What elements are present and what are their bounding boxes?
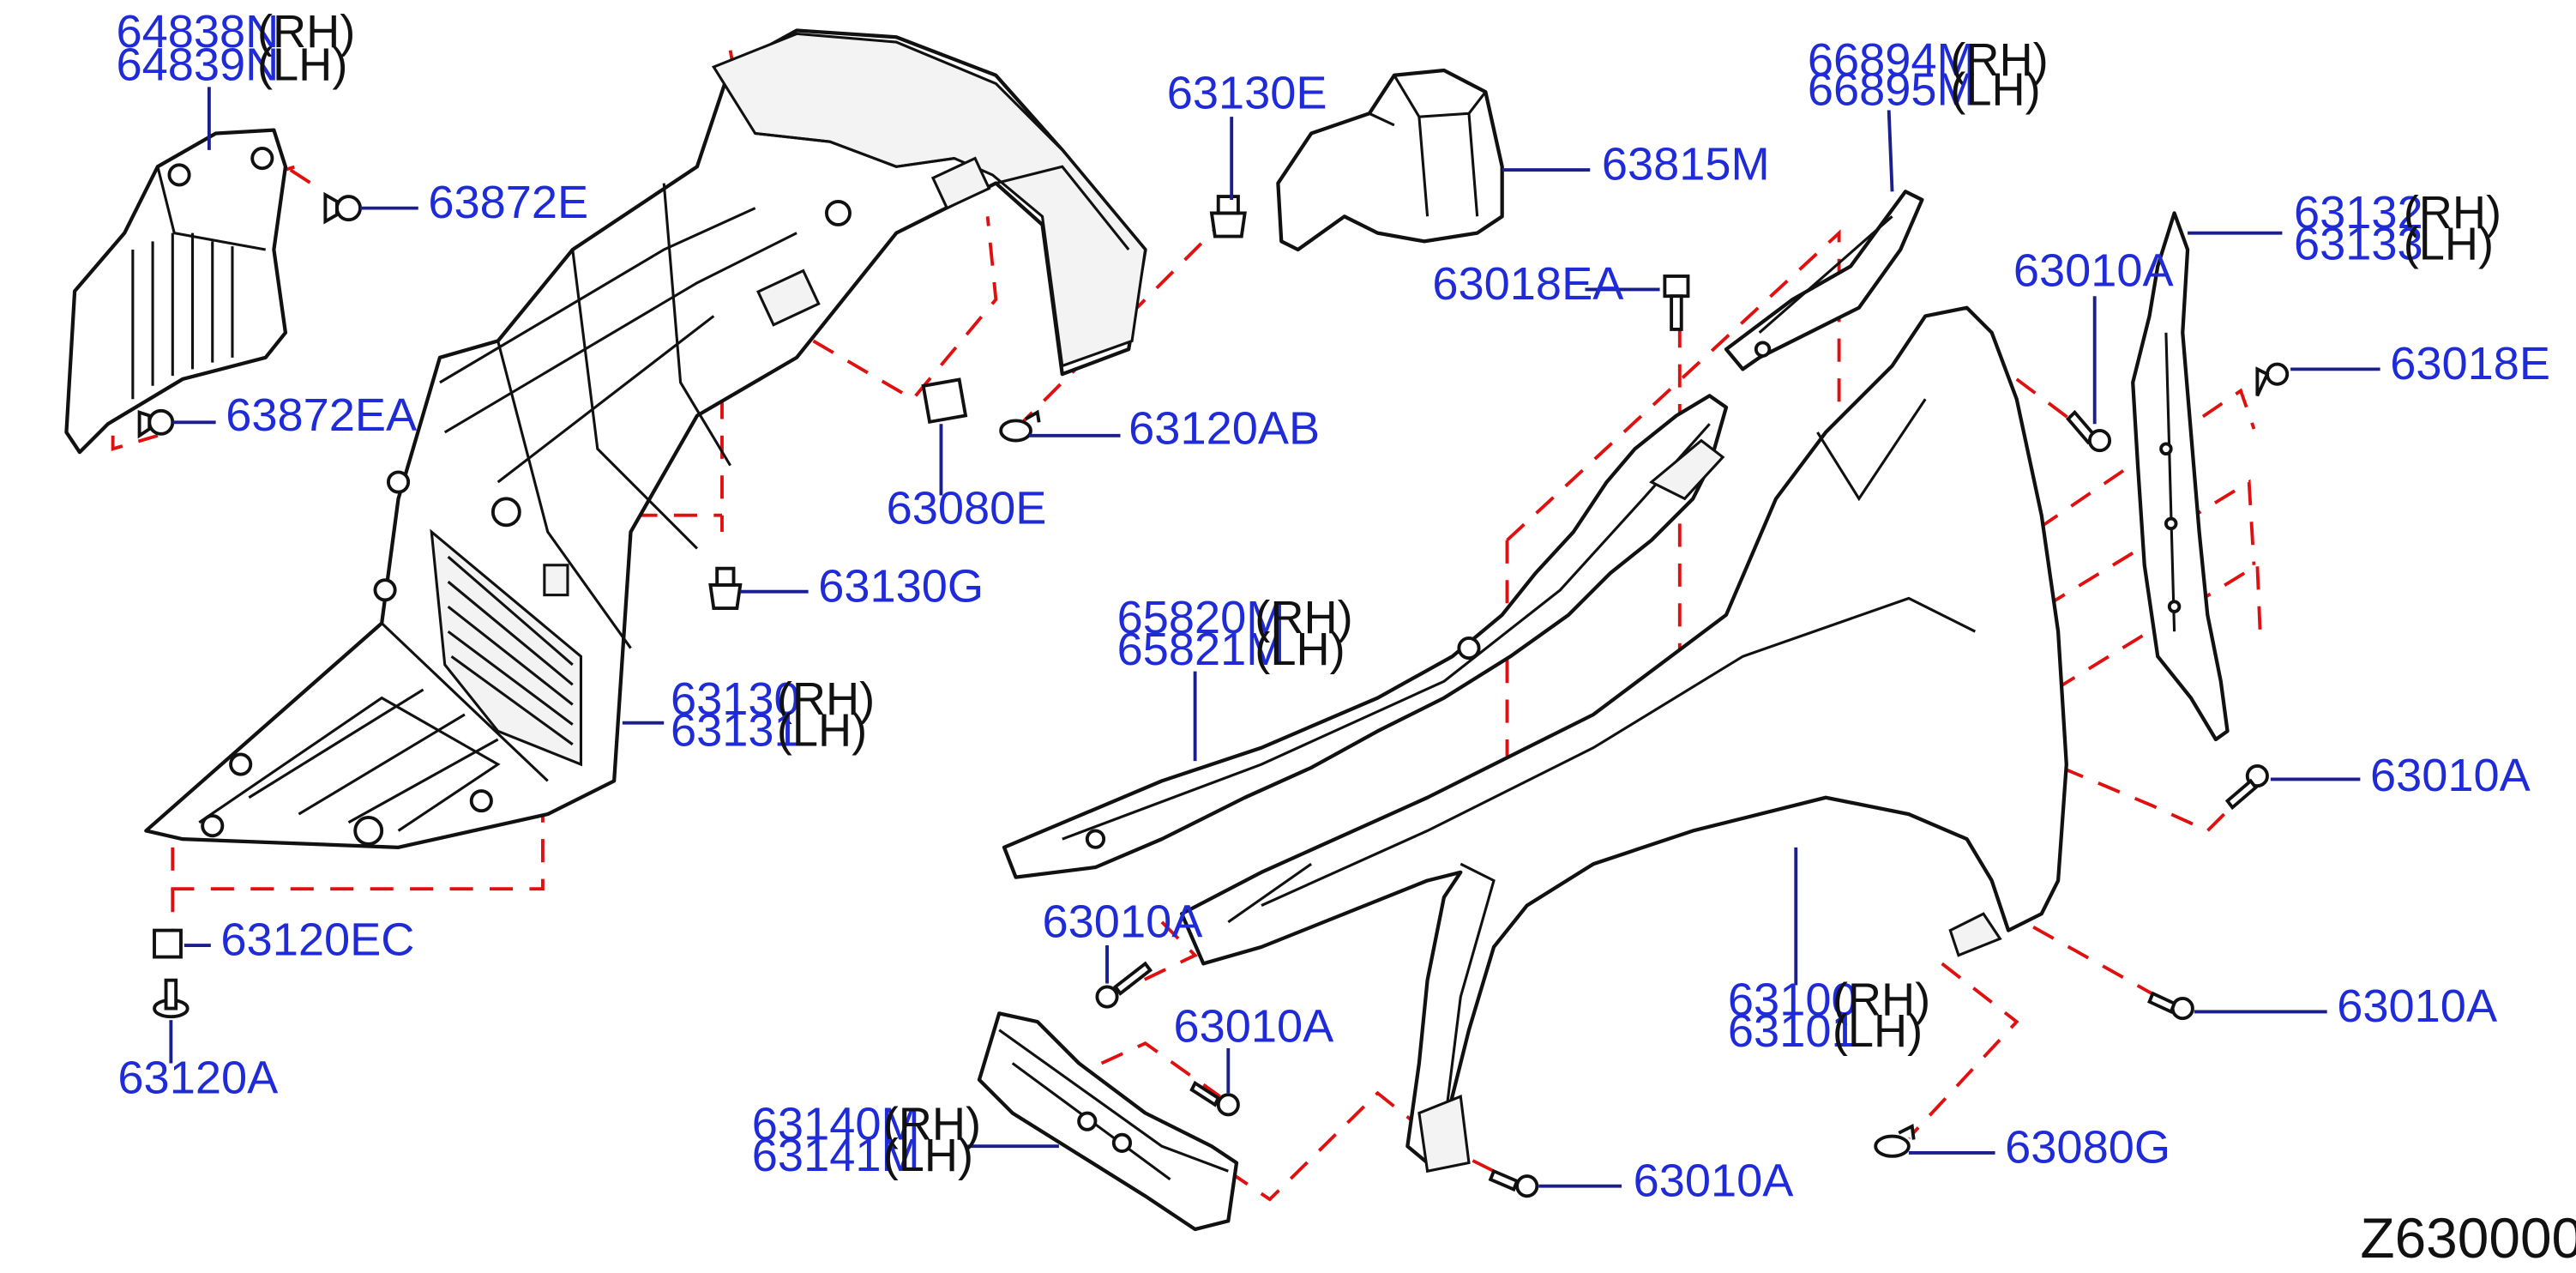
label-66895M: 66895M [1808,64,1976,116]
label-lh-63101: (LH) [1833,1005,1923,1057]
bolt-icon-63010A-bottom [1488,1168,1539,1198]
bolt-icon-63010A-bracket [1189,1080,1240,1117]
clip-icon-63872EA [137,408,175,439]
clip-icon-63120A [153,978,190,1019]
bolt-icon-63010A-right [2224,764,2269,811]
clip-icon-63018E [2255,362,2290,397]
label-63010A-right: 63010A [2370,750,2531,801]
label-63131: 63131 [671,705,800,757]
label-lh-64839N: (LH) [257,39,347,91]
clip-icon-63130G [708,566,743,611]
label-lh-63141M: (LH) [883,1130,973,1181]
diagram-reference-code: Z630000J [2360,1206,2576,1270]
label-63133: 63133 [2294,219,2423,270]
fender-seal-66894M [1724,190,1924,371]
bracket-63140M [977,1011,1239,1232]
label-63101: 63101 [1728,1005,1857,1057]
label-65821M: 65821M [1117,624,1285,675]
leader-lines [169,87,2380,1188]
label-64838N: 64838N [116,6,279,57]
label-63140M: 63140M [752,1098,920,1149]
bolt-icon-63018EA [1663,275,1690,331]
part-labels: 64838N (RH) 64839N (LH) 63872E 63872EA 6… [116,6,2576,1270]
label-63018EA: 63018EA [1432,258,1624,310]
clip-icon-63120AB [999,409,1041,443]
label-63010A-top: 63010A [2013,245,2175,297]
label-63080E: 63080E [887,482,1047,534]
bolt-icon-63010A-lowright [2147,991,2194,1021]
label-63010A-bottom: 63010A [1634,1155,1795,1206]
label-63130: 63130 [671,673,800,725]
clip-icon-63120EC [153,928,183,959]
label-66894M: 66894M [1808,34,1976,86]
label-63010A-bracket: 63010A [1173,1000,1334,1052]
label-63010A-lowright: 63010A [2337,980,2498,1032]
label-63130G: 63130G [818,560,984,612]
label-lh-65821M: (LH) [1255,624,1345,675]
label-63132: 63132 [2294,187,2423,238]
label-63100: 63100 [1728,974,1857,1025]
label-rh-63140M: (RH) [883,1098,981,1149]
label-rh-66894M: (RH) [1950,34,2048,86]
clip-icon-63080G [1874,1124,1916,1158]
label-rh-63132: (RH) [2404,187,2501,238]
label-63872E: 63872E [428,177,588,228]
label-lh-63131: (LH) [777,705,867,757]
label-rh-65820M: (RH) [1255,592,1352,643]
label-63018E: 63018E [2390,338,2550,389]
label-63120AB: 63120AB [1129,402,1320,454]
fasteners [137,191,2290,1198]
label-63120EC: 63120EC [220,914,414,966]
insulator-63815M [1276,68,1504,252]
label-rh-63130: (RH) [777,673,875,725]
fender-liner-63130 [144,28,1147,849]
clip-icon-63872E [323,191,362,225]
label-63815M: 63815M [1602,139,1770,190]
label-63080G: 63080G [2005,1122,2170,1173]
fender-63100 [1179,305,2068,1173]
label-63130E: 63130E [1167,67,1327,118]
label-63120A: 63120A [117,1052,279,1103]
clip-icon-63130E [1209,195,1247,238]
label-64839N: 64839N [116,39,279,91]
clip-icon-63080E [921,377,968,425]
label-lh-63133: (LH) [2404,219,2494,270]
bolt-icon-63010A-mid [1095,961,1153,1009]
seal-65820M [1002,394,1729,879]
label-lh-66895M: (LH) [1950,64,2040,116]
label-63010A-mid: 63010A [1043,896,1204,947]
bracket-63132 [2131,211,2230,742]
label-rh-64838N: (RH) [257,6,355,57]
label-rh-63100: (RH) [1833,974,1930,1025]
label-63872EA: 63872EA [226,389,418,441]
label-65820M: 65820M [1117,592,1285,643]
label-63141M: 63141M [752,1130,920,1181]
bolt-icon-63010A-top [2066,409,2112,453]
splash-shield-64838N [64,128,288,455]
